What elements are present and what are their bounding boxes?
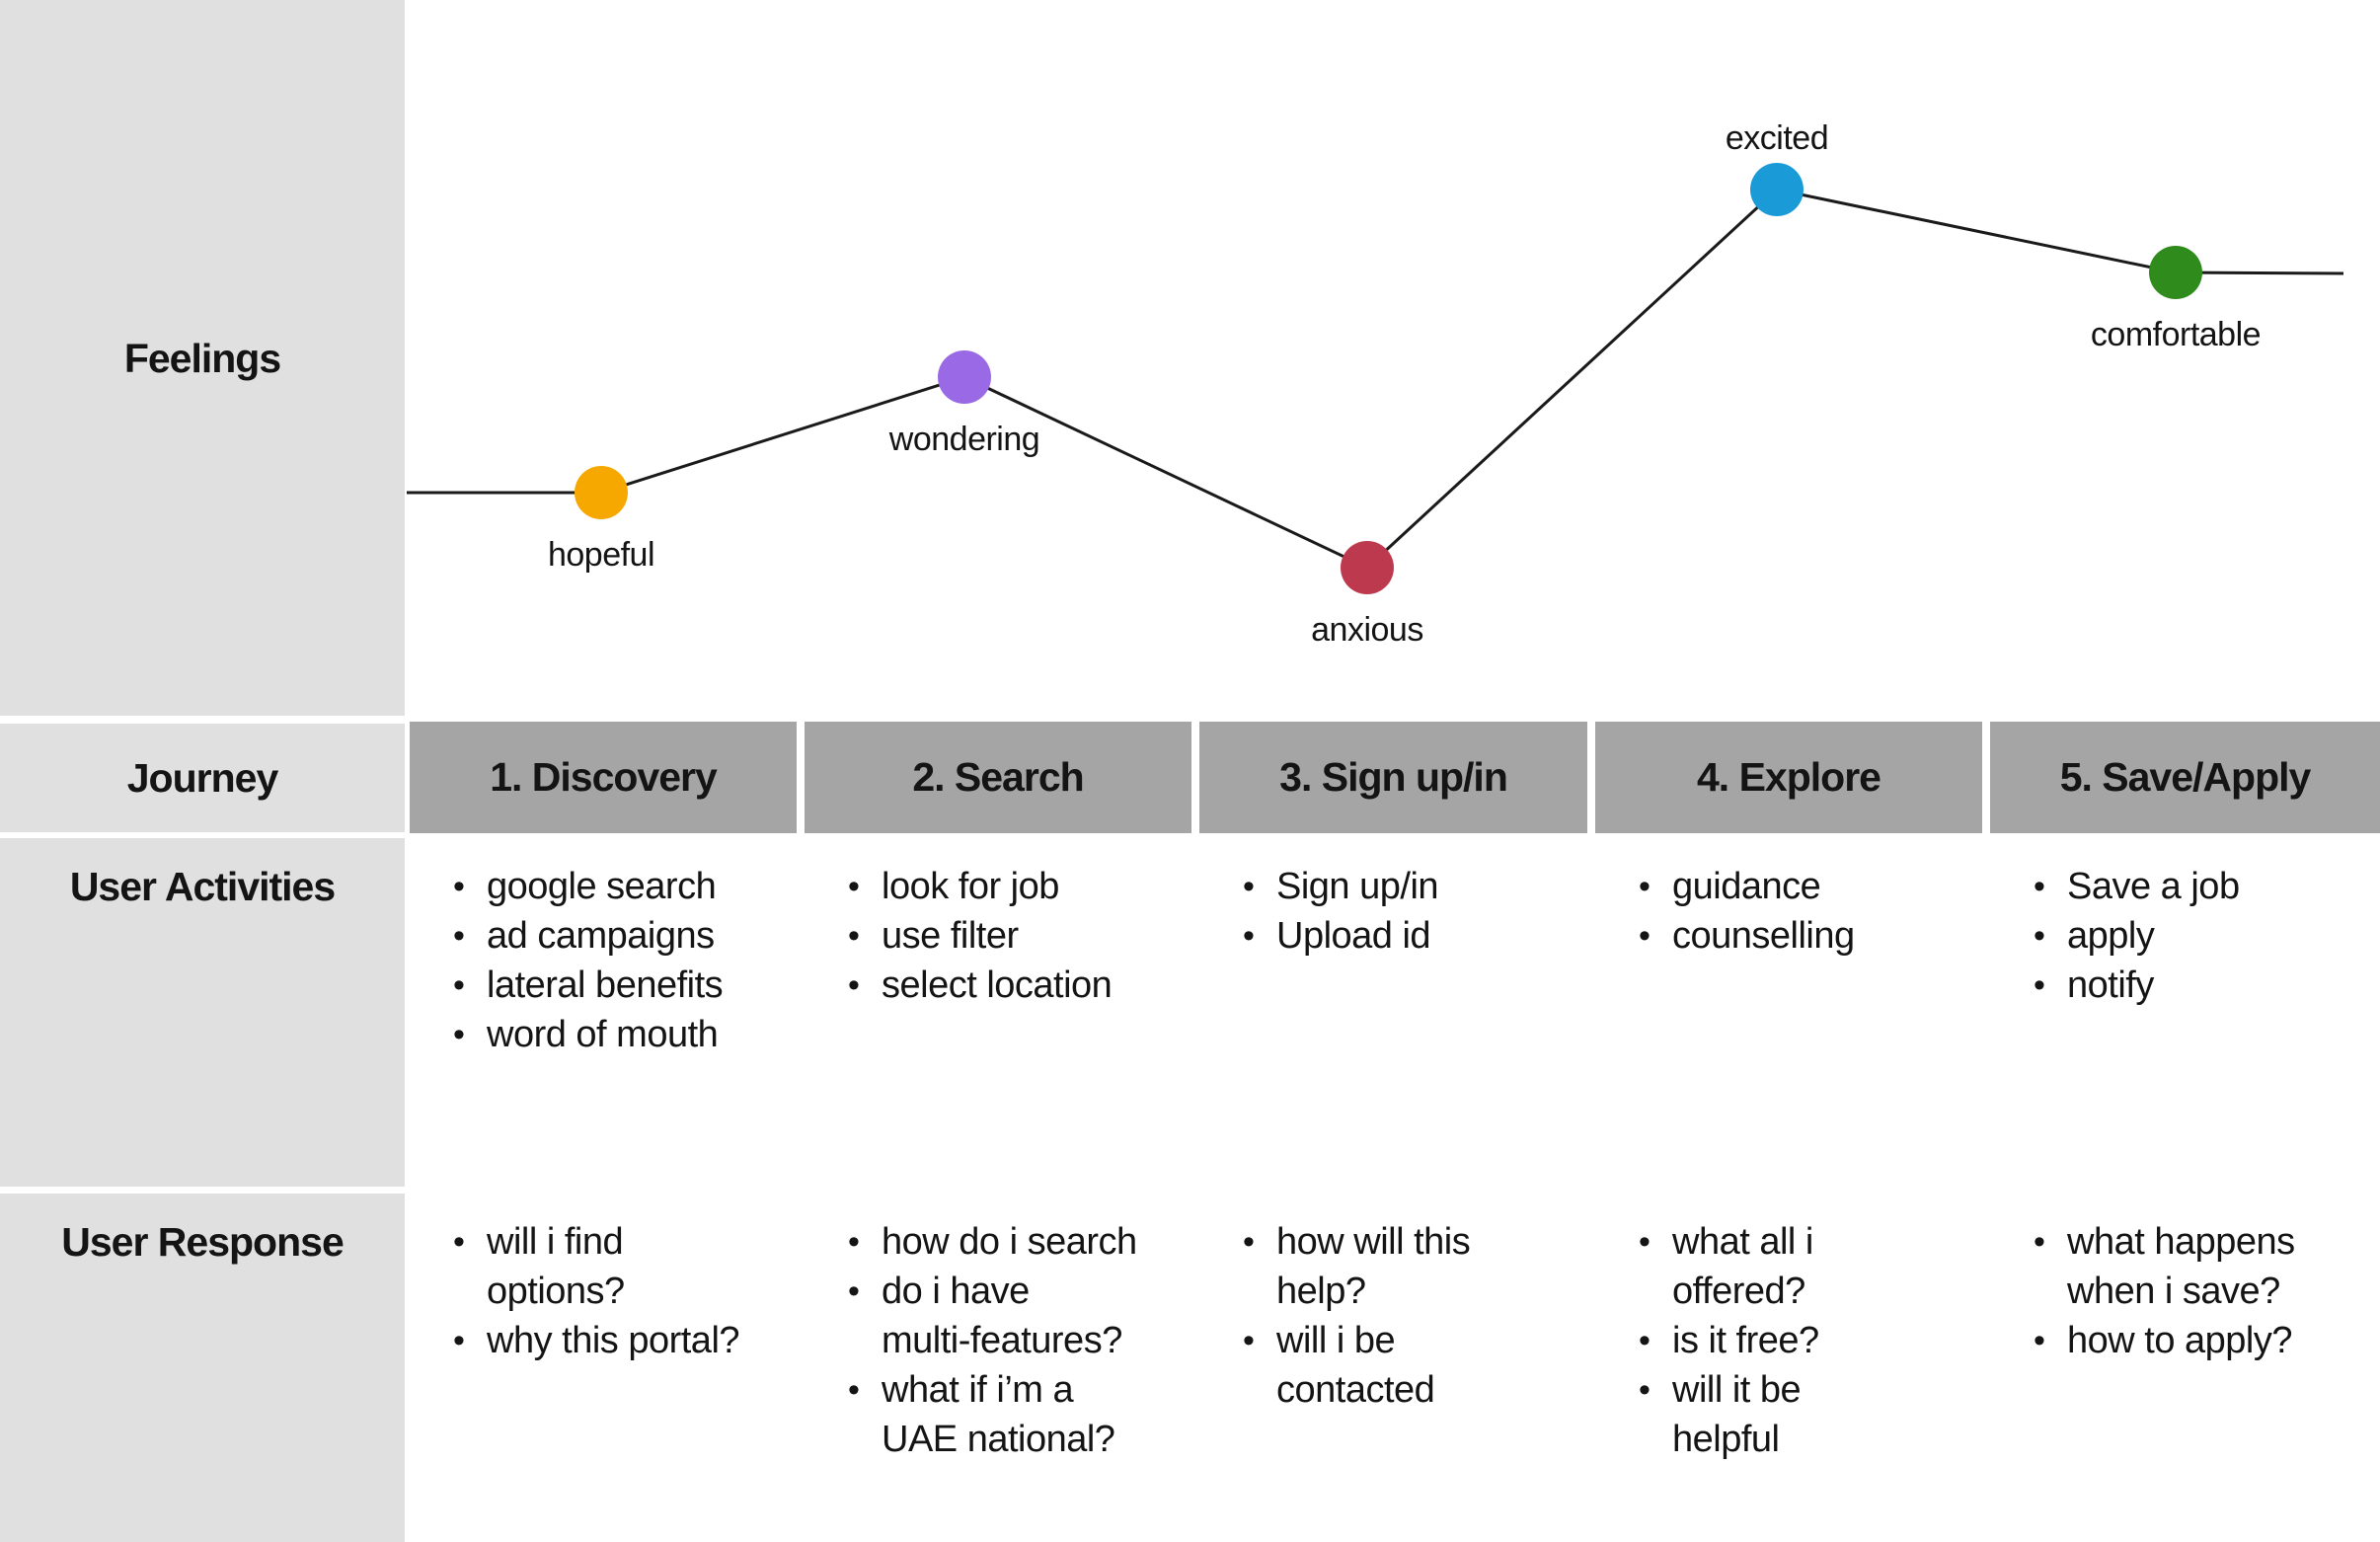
stage-header-search: 2. Search bbox=[805, 722, 1191, 833]
activities-list-save-apply: Save a jobapplynotify bbox=[1990, 838, 2380, 1010]
stage-header-discovery: 1. Discovery bbox=[410, 722, 797, 833]
stage-header-save-apply: 5. Save/Apply bbox=[1990, 722, 2380, 833]
journey-row-label: Journey bbox=[126, 755, 278, 801]
list-item: what all i offered? bbox=[1595, 1217, 1982, 1316]
list-item: is it free? bbox=[1595, 1316, 1982, 1365]
activities-row-label: User Activities bbox=[69, 864, 336, 909]
list-item: how do i search bbox=[805, 1217, 1191, 1267]
activities-row-header: User Activities bbox=[0, 838, 405, 1187]
activities-list-explore: guidancecounselling bbox=[1595, 838, 1982, 961]
list-item: will i be contacted bbox=[1199, 1316, 1587, 1415]
list-item: Save a job bbox=[1990, 862, 2380, 911]
stage-header-explore: 4. Explore bbox=[1595, 722, 1982, 833]
response-cell-explore: what all i offered?is it free?will it be… bbox=[1595, 1194, 1982, 1542]
activities-list-signup: Sign up/inUpload id bbox=[1199, 838, 1587, 961]
feeling-label-anxious: anxious bbox=[1311, 611, 1423, 649]
list-item: lateral benefits bbox=[410, 961, 797, 1010]
feelings-row-label: Feelings bbox=[123, 335, 281, 381]
activities-cell-signup: Sign up/inUpload id bbox=[1199, 838, 1587, 1187]
journey-row-header: Journey bbox=[0, 724, 405, 832]
list-item: how to apply? bbox=[1990, 1316, 2380, 1365]
list-item: Upload id bbox=[1199, 911, 1587, 961]
response-row-label: User Response bbox=[61, 1219, 345, 1265]
response-list-save-apply: what happens when i save?how to apply? bbox=[1990, 1194, 2380, 1365]
feeling-dot-wondering bbox=[938, 350, 991, 404]
feeling-dot-comfortable bbox=[2149, 246, 2202, 299]
activities-cell-save-apply: Save a jobapplynotify bbox=[1990, 838, 2380, 1187]
response-list-signup: how will this help?will i be contacted bbox=[1199, 1194, 1587, 1415]
list-item: guidance bbox=[1595, 862, 1982, 911]
response-list-explore: what all i offered?is it free?will it be… bbox=[1595, 1194, 1982, 1464]
response-list-search: how do i searchdo i have multi-features?… bbox=[805, 1194, 1191, 1464]
list-item: ad campaigns bbox=[410, 911, 797, 961]
list-item: how will this help? bbox=[1199, 1217, 1587, 1316]
list-item: select location bbox=[805, 961, 1191, 1010]
response-cell-signup: how will this help?will i be contacted bbox=[1199, 1194, 1587, 1542]
activities-list-discovery: google searchad campaignslateral benefit… bbox=[410, 838, 797, 1059]
list-item: use filter bbox=[805, 911, 1191, 961]
stage-header-signup: 3. Sign up/in bbox=[1199, 722, 1587, 833]
feelings-line bbox=[407, 188, 2344, 570]
list-item: look for job bbox=[805, 862, 1191, 911]
feelings-row-header: Feelings bbox=[0, 0, 405, 716]
response-list-discovery: will i find options?why this portal? bbox=[410, 1194, 797, 1365]
list-item: apply bbox=[1990, 911, 2380, 961]
activities-list-search: look for jobuse filterselect location bbox=[805, 838, 1191, 1010]
activities-cell-search: look for jobuse filterselect location bbox=[805, 838, 1191, 1187]
response-cell-discovery: will i find options?why this portal? bbox=[410, 1194, 797, 1542]
list-item: google search bbox=[410, 862, 797, 911]
feeling-label-comfortable: comfortable bbox=[2091, 316, 2261, 353]
feeling-dot-hopeful bbox=[575, 466, 628, 519]
feeling-label-hopeful: hopeful bbox=[548, 536, 654, 574]
list-item: will it be helpful bbox=[1595, 1365, 1982, 1464]
list-item: notify bbox=[1990, 961, 2380, 1010]
feeling-label-excited: excited bbox=[1726, 119, 1828, 157]
response-row-header: User Response bbox=[0, 1194, 405, 1542]
list-item: what if i’m a UAE national? bbox=[805, 1365, 1191, 1464]
list-item: counselling bbox=[1595, 911, 1982, 961]
feeling-dot-anxious bbox=[1341, 541, 1394, 594]
activities-cell-explore: guidancecounselling bbox=[1595, 838, 1982, 1187]
list-item: why this portal? bbox=[410, 1316, 797, 1365]
list-item: will i find options? bbox=[410, 1217, 797, 1316]
list-item: word of mouth bbox=[410, 1010, 797, 1059]
feeling-label-wondering: wondering bbox=[888, 421, 1039, 458]
response-cell-search: how do i searchdo i have multi-features?… bbox=[805, 1194, 1191, 1542]
feeling-dot-excited bbox=[1750, 163, 1804, 216]
list-item: do i have multi-features? bbox=[805, 1267, 1191, 1365]
activities-cell-discovery: google searchad campaignslateral benefit… bbox=[410, 838, 797, 1187]
list-item: what happens when i save? bbox=[1990, 1217, 2380, 1316]
list-item: Sign up/in bbox=[1199, 862, 1587, 911]
feelings-curve-svg: hopeful wondering anxious excited comfortabl… bbox=[407, 119, 2344, 649]
response-cell-save-apply: what happens when i save?how to apply? bbox=[1990, 1194, 2380, 1542]
